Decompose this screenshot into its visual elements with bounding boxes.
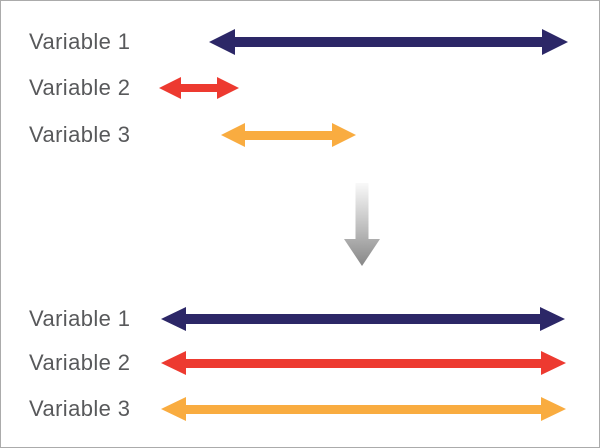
arrowhead-right-icon bbox=[540, 307, 565, 331]
variable-3-after-label: Variable 3 bbox=[29, 396, 131, 421]
arrowhead-left-icon bbox=[161, 307, 186, 331]
arrowhead-left-icon bbox=[161, 351, 186, 375]
variable-1-after-label: Variable 1 bbox=[29, 306, 131, 331]
variable-3-after-range-arrow bbox=[161, 397, 566, 422]
arrow-shaft bbox=[235, 37, 542, 47]
arrowhead-right-icon bbox=[542, 29, 568, 55]
variable-3-before-label: Variable 3 bbox=[29, 122, 131, 147]
arrowhead-left-icon bbox=[221, 123, 245, 147]
arrow-shaft bbox=[181, 84, 217, 92]
arrowhead-right-icon bbox=[541, 397, 566, 421]
arrowhead-left-icon bbox=[159, 77, 181, 99]
variable-2-before-label: Variable 2 bbox=[29, 75, 131, 100]
variable-2-after-label: Variable 2 bbox=[29, 350, 131, 375]
variable-1-before-range-arrow bbox=[209, 29, 568, 55]
arrow-shaft bbox=[245, 130, 332, 140]
arrow-shaft bbox=[186, 314, 540, 324]
variable-2-after-range-arrow bbox=[161, 351, 566, 376]
arrow-shaft bbox=[186, 404, 541, 414]
arrowhead-left-icon bbox=[161, 397, 186, 421]
arrowhead-left-icon bbox=[209, 29, 235, 55]
variable-3-before-range-arrow bbox=[221, 123, 356, 147]
arrow-shaft bbox=[186, 358, 541, 368]
variable-2-before-range-arrow bbox=[159, 77, 239, 99]
arrowhead-right-icon bbox=[332, 123, 356, 147]
variable-1-after-range-arrow bbox=[161, 307, 565, 332]
down-arrow-icon bbox=[344, 183, 380, 266]
variable-1-before-label: Variable 1 bbox=[29, 29, 131, 54]
arrowhead-right-icon bbox=[541, 351, 566, 375]
arrowhead-right-icon bbox=[217, 77, 239, 99]
